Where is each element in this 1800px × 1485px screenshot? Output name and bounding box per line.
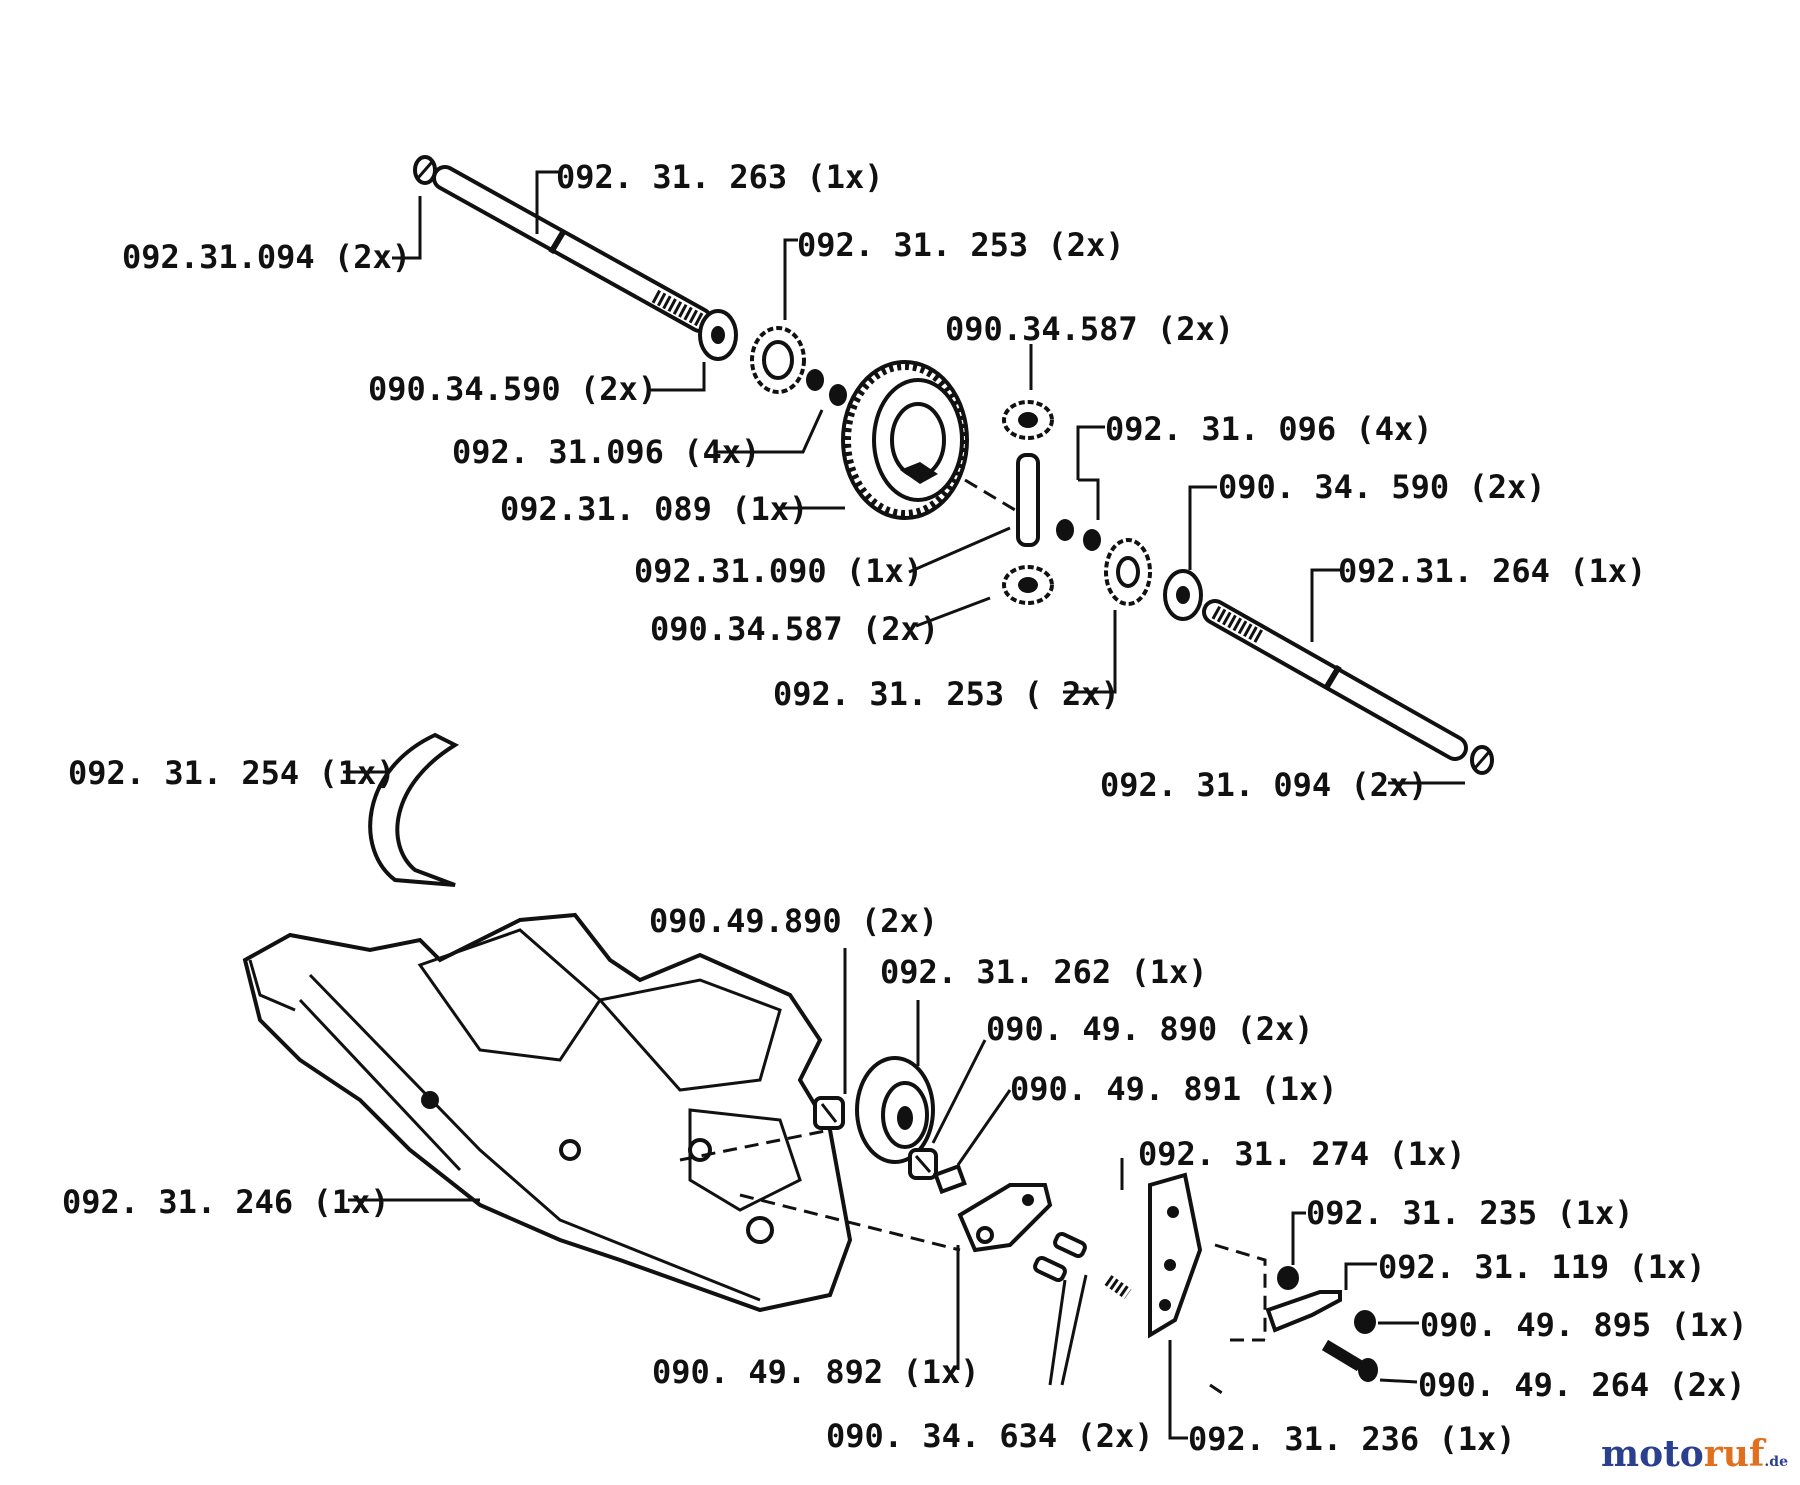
watermark-part-2: ruf [1703, 1433, 1765, 1475]
label-bracket: 092. 31. 119 (1x) [1378, 1248, 1706, 1286]
label-bevel-bottom: 090.34.587 (2x) [650, 610, 939, 648]
crown-wheel-icon [841, 360, 969, 520]
label-plate: 092. 31. 236 (1x) [1188, 1420, 1516, 1458]
label-bevel-top: 090.34.587 (2x) [945, 310, 1234, 348]
bevel-top-icon [1002, 400, 1054, 440]
spring-part-icon [1104, 1275, 1132, 1299]
label-housing: 092. 31. 246 (1x) [62, 1183, 390, 1221]
label-bushing-a: 090.49.890 (2x) [649, 902, 938, 940]
shaft-right [1202, 599, 1468, 761]
key-small-icon [933, 1163, 967, 1195]
label-circlip-left: 092. 31.096 (4x) [452, 433, 760, 471]
label-circlip-right: 092. 31. 096 (4x) [1105, 410, 1433, 448]
bushing-b-icon [908, 1148, 938, 1180]
washer-top-icon [413, 155, 437, 185]
label-spacer-right: 090. 34. 590 (2x) [1218, 468, 1546, 506]
watermark-logo: motoruf.de [1601, 1433, 1788, 1475]
label-key-small: 090. 49. 891 (1x) [1010, 1070, 1338, 1108]
spacer-left-icon [698, 309, 738, 361]
label-pin: 092.31.090 (1x) [634, 552, 923, 590]
label-pulley: 092. 31. 262 (1x) [880, 953, 1208, 991]
label-band: 092. 31. 254 (1x) [68, 754, 396, 792]
pin-icon [1016, 453, 1040, 547]
spacer-right-icon [1163, 569, 1203, 621]
label-gear-top: 092. 31. 253 (2x) [797, 226, 1125, 264]
bracket-icon [1265, 1290, 1342, 1333]
nut-icon [1277, 1266, 1299, 1290]
circlip-left-icon [806, 369, 847, 406]
label-crown-wheel: 092.31. 089 (1x) [500, 490, 808, 528]
watermark-part-3: .de [1764, 1454, 1788, 1470]
lever-icon [957, 1183, 1053, 1253]
shaft-top [432, 165, 713, 333]
gear-top-icon [750, 326, 806, 394]
pins-icon [1033, 1231, 1087, 1283]
band-icon [368, 732, 460, 887]
circlip-right-icon [1056, 519, 1101, 551]
lock-nut-icon [1354, 1310, 1376, 1334]
plate-icon [1148, 1172, 1203, 1339]
plate-dash [1209, 1243, 1267, 1397]
axis-dash [964, 478, 1016, 512]
part-labels: 092. 31. 263 (1x) 092.31.094 (2x) 092. 3… [62, 158, 1748, 1458]
pulley-icon [855, 1056, 935, 1164]
label-pins: 090. 34. 634 (2x) [826, 1417, 1154, 1455]
leader-lines [343, 170, 1465, 1440]
housing-dash-2 [739, 1193, 961, 1252]
bushing-a-icon [813, 1096, 845, 1130]
housing-dash-1 [679, 1128, 831, 1162]
label-washer-bottom: 092. 31. 094 (2x) [1100, 766, 1428, 804]
label-lever: 090. 49. 892 (1x) [652, 1353, 980, 1391]
gear-bottom-icon [1104, 538, 1152, 606]
label-bushing-b: 090. 49. 890 (2x) [986, 1010, 1314, 1048]
washer-bottom-icon [1470, 745, 1494, 775]
housing-icon [242, 912, 853, 1313]
label-spacer-left: 090.34.590 (2x) [368, 370, 657, 408]
label-nut: 092. 31. 235 (1x) [1306, 1194, 1634, 1232]
bolt-icon [1321, 1339, 1378, 1382]
label-shaft-right: 092.31. 264 (1x) [1338, 552, 1646, 590]
label-lock-nut: 090. 49. 895 (1x) [1420, 1306, 1748, 1344]
bevel-bottom-icon [1002, 565, 1054, 605]
label-washer-top: 092.31.094 (2x) [122, 238, 411, 276]
label-gear-bottom: 092. 31. 253 ( 2x) [773, 675, 1120, 713]
label-shaft-top: 092. 31. 263 (1x) [556, 158, 884, 196]
label-spring-part: 092. 31. 274 (1x) [1138, 1135, 1466, 1173]
label-bolt: 090. 49. 264 (2x) [1418, 1366, 1746, 1404]
watermark-part-1: moto [1601, 1433, 1704, 1475]
